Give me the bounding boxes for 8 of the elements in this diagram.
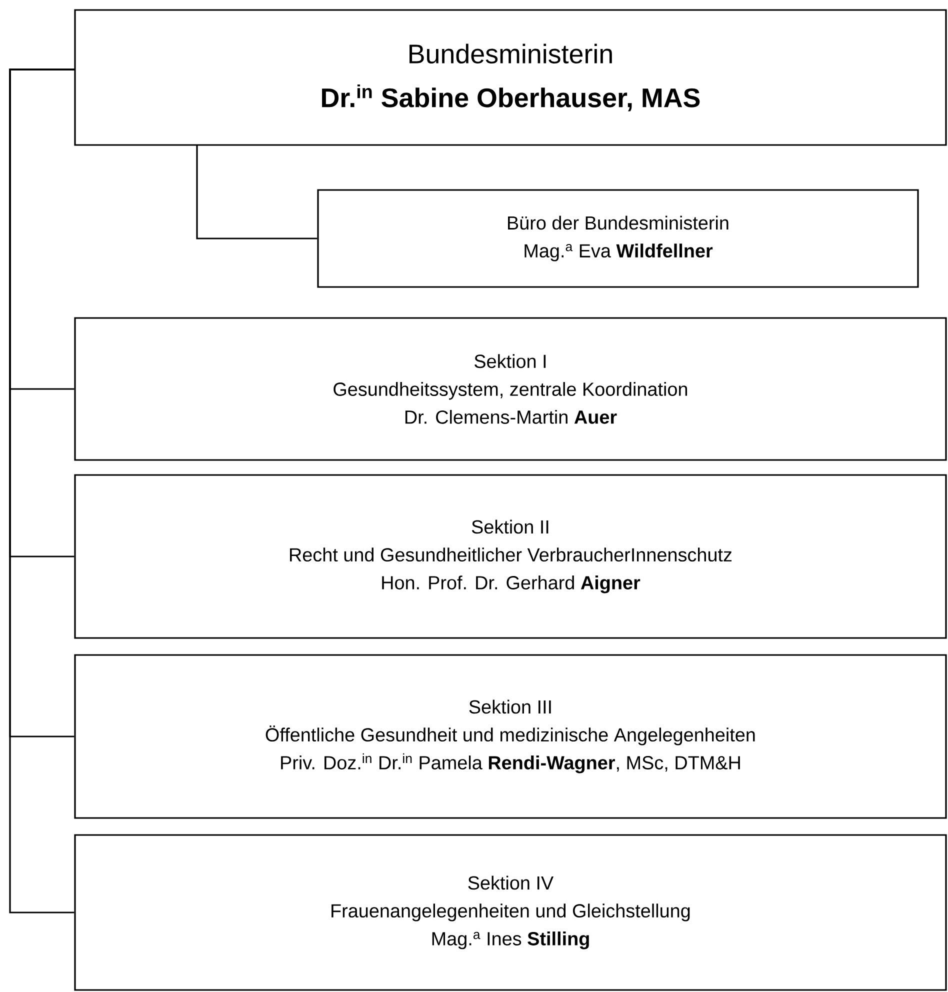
section-box: Sektion III Öffentliche Gesundheit und medizinische Angelegenheiten Priv. Doz.$^{in}$ Dr.$^{in}$ Pamela Rendi-Wagner, MSc, DTM&H [74, 654, 947, 819]
section-box: Sektion I Gesundheitssystem, zentrale Koordination Dr. Clemens-Martin Auer [74, 317, 947, 461]
connector-line [196, 145, 318, 240]
section-box: Sektion IV Frauenangelegenheiten und Gleichstellung Mag.$^{a}$ Ines Stilling [74, 834, 947, 991]
office-box: Büro der Bundesministerin Mag.$^{a}$ Eva Wildfellner [317, 189, 919, 288]
section-box: Sektion II Recht und Gesundheitlicher VerbraucherInnenschutz Hon. Prof. Dr. Gerhard Aigner [74, 474, 947, 639]
minister-box: Bundesministerin Dr.$^{in}$ Sabine Oberhauser, MAS [74, 9, 947, 146]
connector-line [9, 68, 75, 914]
